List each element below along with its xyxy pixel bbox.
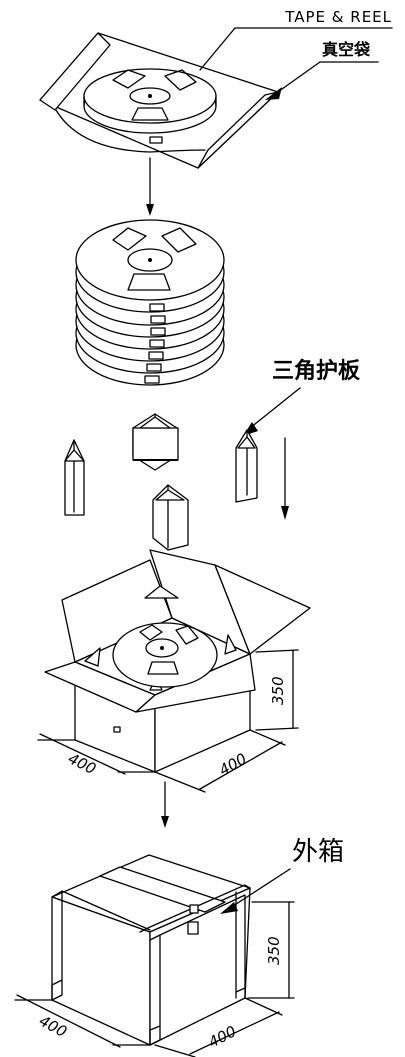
tape-reel-text: TAPE & REEL — [284, 8, 392, 26]
corner-guard-right — [235, 429, 258, 503]
arrow-down-2 — [281, 437, 289, 520]
open-carton — [44, 549, 311, 773]
vacuum-bag-text: 真空袋 — [322, 40, 371, 59]
corner-guard-front — [132, 413, 179, 471]
sealed-carton — [51, 854, 251, 1046]
corner-guard-bottom — [152, 484, 189, 551]
sealed-carton-width: 400 — [36, 1012, 70, 1041]
reel-stack — [75, 219, 225, 386]
label-tape-reel: TAPE & REEL — [199, 8, 393, 71]
corner-guard-text: 三角护板 — [272, 358, 361, 384]
corner-guard-left — [64, 439, 85, 516]
open-carton-height: 350 — [269, 676, 287, 705]
sealed-carton-height: 350 — [265, 936, 283, 965]
reel-in-bag — [83, 68, 217, 144]
open-carton-depth: 400 — [216, 750, 250, 780]
open-carton-width: 400 — [65, 749, 99, 778]
sealed-carton-depth: 400 — [205, 1022, 239, 1051]
outer-carton-text: 外箱 — [292, 837, 344, 867]
arrow-down-3 — [161, 781, 169, 828]
label-outer-carton: 外箱 — [220, 837, 344, 914]
arrow-down-1 — [146, 157, 154, 216]
label-vacuum-bag: 真空袋 — [265, 40, 379, 100]
label-corner-guard: 三角护板 — [243, 358, 361, 436]
